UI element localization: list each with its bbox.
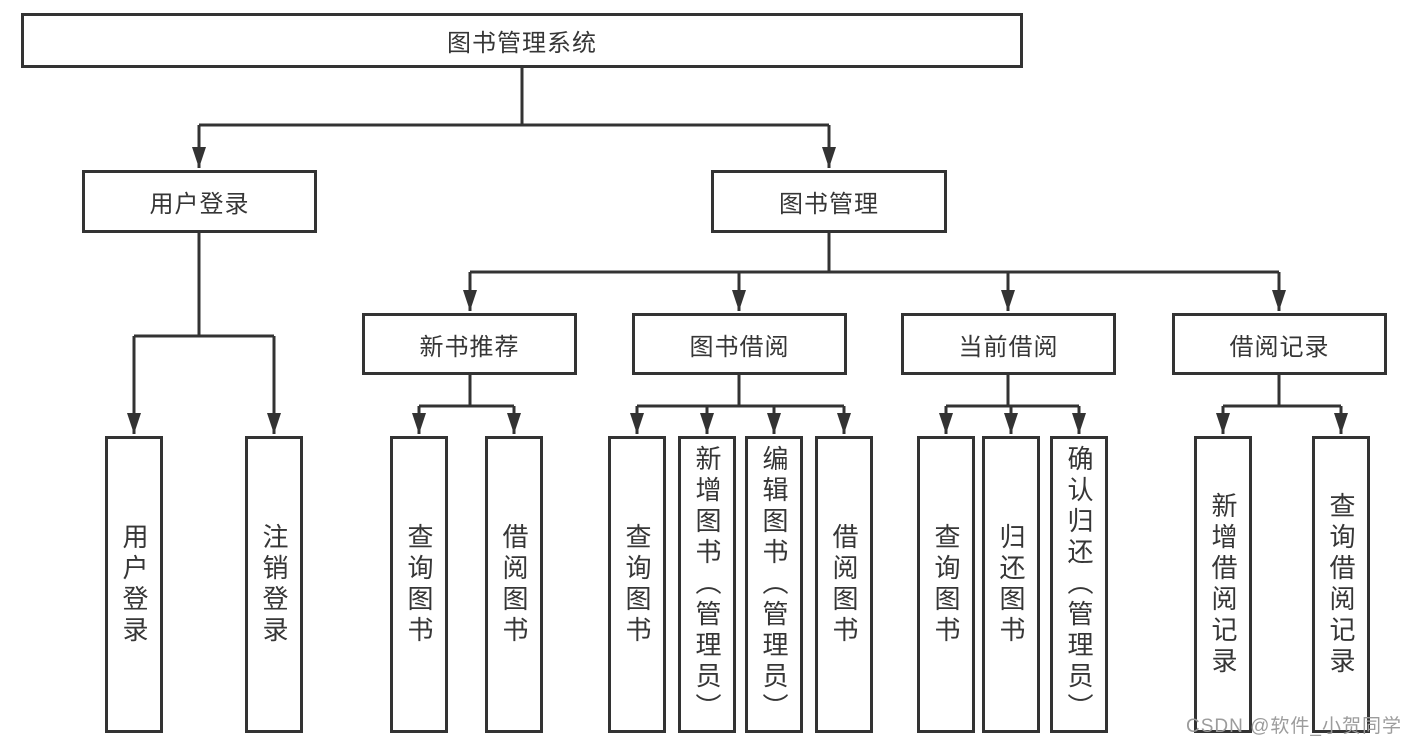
node-root: 图书管理系统 (21, 13, 1023, 68)
node-borrow-records: 借阅记录 (1172, 313, 1387, 375)
leaf-current-return: 归还图书 (982, 436, 1040, 733)
node-new-books: 新书推荐 (362, 313, 577, 375)
leaf-borrowing-borrow: 借阅图书 (815, 436, 873, 733)
leaf-label: 确认归还（管理员） (1064, 445, 1094, 724)
leaf-records-query: 查询借阅记录 (1312, 436, 1370, 733)
leaf-label: 查询图书 (931, 522, 961, 647)
node-borrowing-label: 图书借阅 (689, 333, 790, 361)
node-user-login-label: 用户登录 (149, 191, 250, 218)
node-borrowing: 图书借阅 (632, 313, 847, 375)
leaf-label: 新增借阅记录 (1208, 491, 1238, 678)
leaf-label: 查询图书 (622, 522, 652, 647)
node-borrow-records-label: 借阅记录 (1229, 333, 1330, 361)
connector-bookmgmt-to-level3 (463, 233, 1286, 311)
leaf-label: 借阅图书 (829, 522, 859, 647)
node-new-books-label: 新书推荐 (419, 333, 520, 361)
connector-newbooks-to-leaves (412, 375, 521, 434)
leaf-records-add: 新增借阅记录 (1194, 436, 1252, 733)
leaf-current-confirm-admin: 确认归还（管理员） (1050, 436, 1108, 733)
leaf-logout: 注销登录 (245, 436, 303, 733)
node-user-login: 用户登录 (82, 170, 317, 233)
node-current-borrow-label: 当前借阅 (958, 333, 1059, 361)
leaf-borrowing-edit-admin: 编辑图书（管理员） (745, 436, 803, 733)
leaf-newbooks-query: 查询图书 (390, 436, 448, 733)
leaf-newbooks-borrow: 借阅图书 (485, 436, 543, 733)
leaf-borrowing-query: 查询图书 (608, 436, 666, 733)
leaf-label: 编辑图书（管理员） (759, 445, 789, 724)
leaf-label: 新增图书（管理员） (692, 445, 722, 724)
connector-root-to-level2 (192, 68, 836, 168)
node-book-mgmt: 图书管理 (711, 170, 947, 233)
leaf-label: 查询图书 (404, 522, 434, 647)
csdn-watermark: CSDN @软件_小贺同学 (1186, 716, 1402, 737)
node-current-borrow: 当前借阅 (901, 313, 1116, 375)
leaf-label: 归还图书 (996, 522, 1026, 647)
leaf-label: 查询借阅记录 (1326, 491, 1356, 678)
node-book-mgmt-label: 图书管理 (779, 191, 879, 218)
leaf-borrowing-add-admin: 新增图书（管理员） (678, 436, 736, 733)
leaf-current-query: 查询图书 (917, 436, 975, 733)
connector-records-to-leaves (1216, 375, 1348, 434)
connector-current-to-leaves (939, 375, 1086, 434)
leaf-label: 借阅图书 (499, 522, 529, 647)
connector-userlogin-to-leaves (127, 233, 281, 434)
leaf-label: 用户登录 (119, 522, 149, 647)
node-root-label: 图书管理系统 (447, 30, 597, 57)
connector-borrowing-to-leaves (630, 375, 851, 434)
leaf-user-login: 用户登录 (105, 436, 163, 733)
leaf-label: 注销登录 (259, 522, 289, 647)
